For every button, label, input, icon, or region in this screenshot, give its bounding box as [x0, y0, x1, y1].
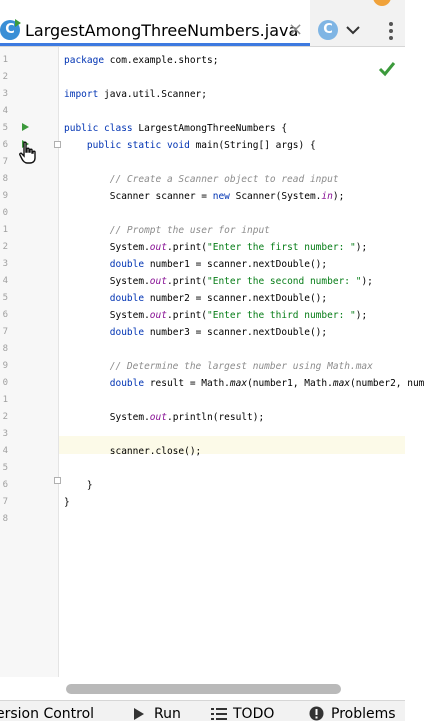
line-number: 0: [2, 378, 8, 388]
code-line: scanner.close();: [64, 446, 202, 457]
line-number: 3: [2, 89, 8, 99]
line-number: 8: [2, 344, 8, 354]
line-number: 8: [2, 174, 8, 184]
line-number: 6: [2, 140, 8, 150]
line-number: 3: [2, 259, 8, 269]
check-icon[interactable]: [377, 59, 397, 79]
tab-title: LargestAmongThreeNumbers.java: [25, 21, 299, 40]
code-line: import java.util.Scanner;: [64, 89, 207, 100]
horizontal-scrollbar[interactable]: [66, 684, 341, 694]
current-line-highlight: [59, 436, 405, 454]
code-line: public static void main(String[] args) {: [86, 140, 316, 151]
line-number: 4: [2, 446, 8, 456]
run-button[interactable]: Run: [154, 706, 181, 722]
code-line: System.out.print("Enter the second numbe…: [64, 276, 373, 287]
code-editor[interactable]: package com.example.shorts; import java.…: [59, 47, 424, 677]
line-number: 2: [2, 72, 8, 82]
line-number: 5: [2, 293, 8, 303]
line-number: 5: [2, 463, 8, 473]
fold-marker-icon[interactable]: [54, 477, 61, 484]
code-line: System.out.print("Enter the third number…: [64, 310, 368, 321]
tool-window-bar: ersion Control Run TODO Problems: [0, 700, 405, 722]
line-number: 6: [2, 310, 8, 320]
code-line: double number3 = scanner.nextDouble();: [109, 327, 328, 338]
line-number: 5: [2, 123, 8, 133]
line-number: 1: [2, 395, 8, 405]
editor-tab-bar: C LargestAmongThreeNumbers.java × C: [0, 0, 405, 47]
code-line: System.out.print("Enter the first number…: [64, 242, 368, 253]
line-number: 3: [2, 429, 8, 439]
code-line: double number1 = scanner.nextDouble();: [109, 259, 328, 270]
code-line: Scanner scanner = new Scanner(System.in)…: [64, 191, 345, 202]
code-comment: // Create a Scanner object to read input: [64, 174, 339, 185]
editor-gutter: 1 2 3 4 5 6 7 8 9 0 1 2 3 4 5 6 7 8 9 0 …: [0, 47, 61, 677]
code-line: double result = Math.max(number1, Math.m…: [109, 378, 424, 389]
line-number: 1: [2, 55, 8, 65]
code-line: }: [64, 480, 93, 491]
line-number: 9: [2, 191, 8, 201]
chevron-down-icon[interactable]: [345, 22, 361, 38]
line-number: 4: [2, 276, 8, 286]
todo-list-icon: [211, 708, 227, 720]
line-number: 7: [2, 157, 8, 167]
line-number: 0: [2, 208, 8, 218]
hand-cursor-icon: [19, 141, 36, 164]
line-number: 2: [2, 412, 8, 422]
line-number: 6: [2, 480, 8, 490]
version-control-button[interactable]: ersion Control: [0, 706, 95, 722]
code-line: double number2 = scanner.nextDouble();: [109, 293, 328, 304]
todo-button[interactable]: TODO: [233, 706, 275, 722]
line-number: 2: [2, 242, 8, 252]
line-number: 7: [2, 497, 8, 507]
run-icon: [134, 708, 144, 720]
line-number: 7: [2, 327, 8, 337]
line-number: 8: [2, 514, 8, 524]
line-number: 4: [2, 106, 8, 116]
java-class-icon[interactable]: C: [318, 20, 338, 40]
notification-badge-icon[interactable]: [373, 0, 391, 6]
tab-largest-among-three-numbers[interactable]: C LargestAmongThreeNumbers.java ×: [0, 0, 310, 46]
code-line: public class LargestAmongThreeNumbers {: [64, 123, 288, 134]
close-tab-icon[interactable]: ×: [288, 19, 304, 40]
code-comment: // Prompt the user for input: [64, 225, 270, 236]
runnable-badge-icon: [15, 19, 21, 27]
code-line: }: [64, 497, 70, 508]
problems-icon: [309, 706, 324, 721]
code-line: package com.example.shorts;: [64, 55, 219, 66]
code-comment: // Determine the largest number using Ma…: [64, 361, 373, 372]
line-number: 1: [2, 225, 8, 235]
run-class-icon[interactable]: [22, 123, 29, 131]
problems-button[interactable]: Problems: [331, 706, 396, 722]
line-number: 9: [2, 361, 8, 371]
code-line: System.out.println(result);: [64, 412, 265, 423]
fold-marker-icon[interactable]: [54, 141, 61, 148]
more-options-icon[interactable]: [389, 22, 393, 43]
